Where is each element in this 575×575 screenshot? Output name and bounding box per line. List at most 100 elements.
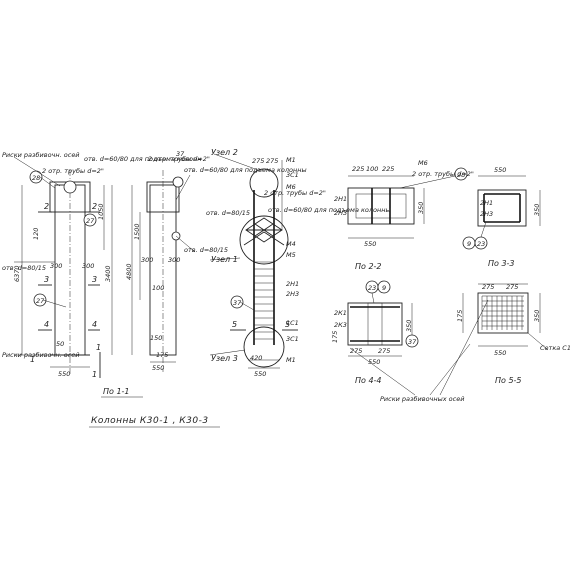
section-4-4-inner (367, 302, 383, 346)
node-2-circle (249, 168, 279, 198)
dim-text-vertical: 350 (405, 320, 413, 332)
dim-text: 175 (156, 351, 168, 359)
section-title-5-5: По 5-5 (495, 376, 522, 385)
leader (439, 299, 489, 396)
note-pipe-section: 2 отр. трубы d=2" (412, 170, 474, 178)
section-3-3-outline (477, 189, 527, 227)
mark: 3С1 (286, 171, 299, 179)
section-2-2-outline (347, 187, 415, 225)
section-4-4 (347, 280, 419, 357)
callout-num: 28 (32, 174, 40, 182)
callout-num: 23 (477, 240, 485, 248)
section-2-2 (347, 167, 468, 239)
drawing-title: Колонны К30-1 , К30-3 (91, 416, 209, 426)
callout-num: 27 (36, 297, 45, 305)
dim-text: 300 (50, 262, 62, 270)
callout-circle (230, 295, 244, 309)
note-hole-low: отв. d=80/15 (2, 264, 46, 272)
mark: М1 (286, 356, 296, 364)
mark: М4 (286, 240, 296, 248)
cage-head-diagonals (245, 217, 283, 243)
dim-text-vertical: 120 (32, 228, 40, 240)
callout-circle (377, 280, 391, 294)
callout-num: 27 (86, 217, 95, 225)
mesh-grid (481, 295, 524, 330)
leader (399, 175, 456, 189)
mark: М6 (286, 183, 296, 191)
section-title-2-2: По 2-2 (355, 262, 382, 271)
cut-number: 1 (92, 370, 97, 379)
note-axis-top: Риски разбивочн. осей (2, 151, 80, 159)
dim-text-vertical: 6370 (13, 265, 21, 282)
mark: 2Н1 (480, 199, 493, 207)
node-label-2: Узел 2 (211, 148, 238, 157)
dim-text-vertical: 1050 (97, 203, 105, 220)
callout-num: 9 (467, 240, 471, 248)
leader (13, 156, 61, 187)
dim-text: 100 (152, 284, 164, 292)
mark: 2Н1 (334, 195, 347, 203)
pipe-cap (63, 180, 77, 194)
callout-num: 37 (408, 338, 417, 346)
cut-number: 2 (92, 202, 97, 211)
node-3-circle (243, 326, 285, 368)
cut-number: 3 (92, 275, 97, 284)
dim-text: 275 (378, 347, 390, 355)
section-title-4-4: По 4-4 (355, 376, 382, 385)
callout-circle (454, 167, 468, 181)
dim-text: 275 (252, 157, 264, 165)
leader (175, 235, 196, 253)
dim-text-vertical: 350 (533, 310, 541, 322)
leader (213, 153, 259, 171)
callout-circle (33, 293, 47, 307)
leader (209, 257, 241, 261)
dim-text-vertical: 350 (417, 202, 425, 214)
cage-head-top (243, 231, 285, 246)
dim-text: 550 (494, 349, 506, 357)
mark: 2К1 (334, 309, 347, 317)
note-pipe-pieces: 2 отр. трубы d=2" (42, 167, 104, 175)
note-hole-side: отв. d=80/15 (184, 246, 228, 254)
dim-text: 300 (168, 256, 180, 264)
dim-text: 300 (82, 262, 94, 270)
dim-text: 300 (141, 256, 153, 264)
dim-text-vertical: 175 (456, 310, 464, 322)
dim-text-vertical: 4800 (125, 263, 133, 280)
dim-text: 225 (382, 165, 394, 173)
node-label-3: Узел 3 (211, 354, 238, 363)
dim-text: 420 (250, 354, 262, 362)
cut-number: 1 (96, 343, 101, 352)
note-pipe-pieces-side: 2 отр. трубы d=2" (148, 155, 210, 163)
note-mesh: Сетка С1 (540, 344, 571, 352)
cut-number: 5 (285, 320, 290, 329)
leader (527, 332, 549, 351)
dim-text: 550 (152, 364, 164, 372)
leader (42, 299, 67, 308)
section-2-2-inner (355, 193, 407, 219)
dim-text: 275 (482, 283, 494, 291)
section-title-1-1: По 1-1 (103, 387, 130, 396)
cut-number: 3 (44, 275, 49, 284)
pipe-cap-side (172, 176, 184, 188)
dim-text: 150 (150, 334, 162, 342)
note-hole-mid2: отв. d=60/80 для подъема колонны (268, 206, 391, 214)
note-hole-mid: отв. d=60/80 для подъема колонны (184, 166, 307, 174)
section-3-3 (462, 175, 541, 250)
section-4-4-outline (347, 302, 403, 346)
dim-text-vertical: 1500 (133, 223, 141, 240)
leader (209, 349, 246, 356)
cut-number: 5 (232, 320, 237, 329)
mark: М1 (286, 156, 296, 164)
dim-text-vertical: 3400 (104, 265, 112, 282)
dim-text: 100 (366, 165, 378, 173)
dim-text: 550 (364, 240, 376, 248)
note-axis-bottom: Риски разбивочн. осей (2, 351, 80, 359)
cut-number: 4 (92, 320, 97, 329)
mark: М6 (418, 159, 428, 167)
section-title-3-3: По 3-3 (488, 259, 515, 268)
dim-text-vertical: 175 (331, 331, 339, 343)
cut-number: 1 (30, 355, 35, 364)
note-hole-node: отв. d=80/15 (206, 209, 250, 217)
cage-ties (254, 261, 274, 340)
